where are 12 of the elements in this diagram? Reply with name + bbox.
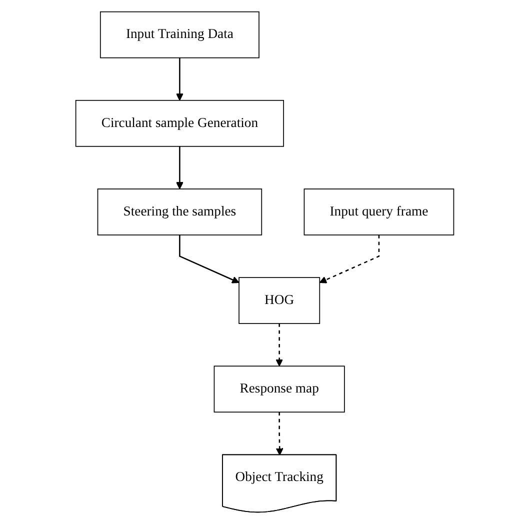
node-box: Response map <box>214 366 346 413</box>
node-box: Steering the samples <box>98 188 262 236</box>
arrow <box>276 412 284 456</box>
arrow <box>320 234 380 284</box>
arrow <box>179 234 240 284</box>
node-box: Circulant sample Generation <box>76 100 284 147</box>
arrow <box>176 146 184 190</box>
node-box: Input query frame <box>304 188 454 236</box>
node-box: Input Training Data <box>100 11 260 58</box>
node-box: HOG <box>238 277 320 324</box>
arrow <box>276 324 284 366</box>
arrow <box>176 58 184 101</box>
